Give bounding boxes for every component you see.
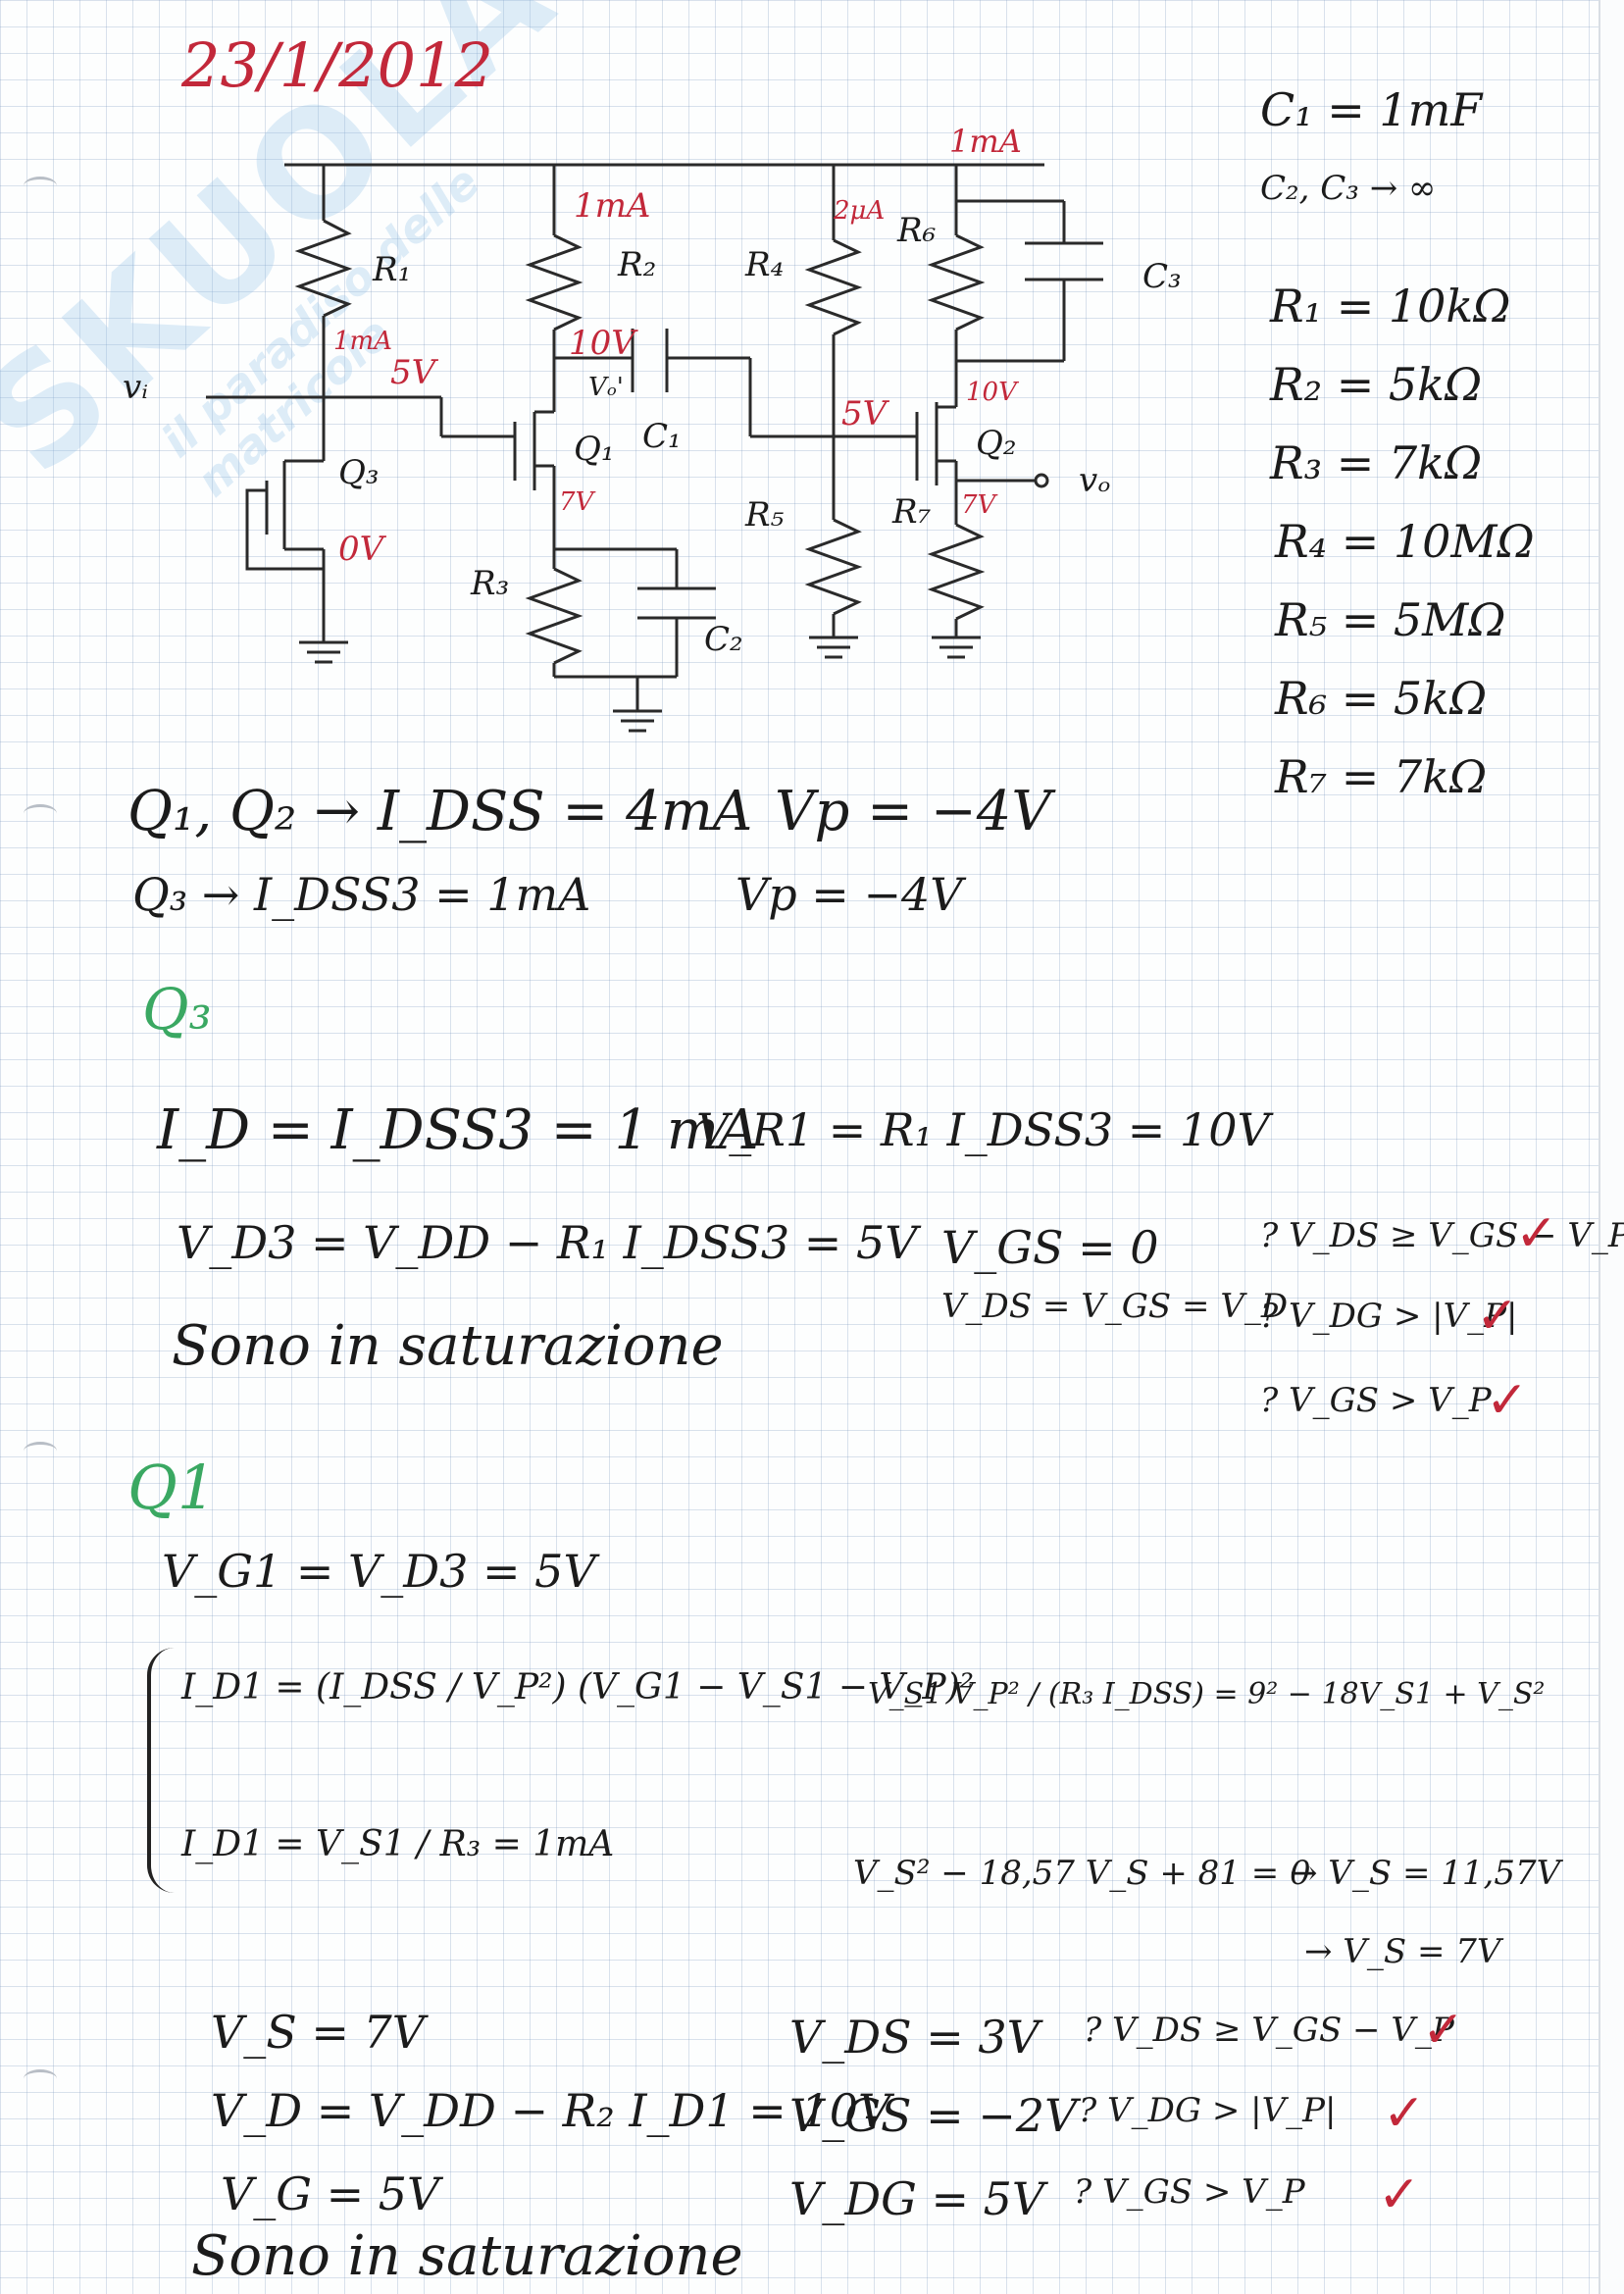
annotation-10v-q2: 10V [966, 378, 1017, 407]
resistor-r7 [927, 523, 986, 621]
annotation-0v: 0V [338, 530, 384, 569]
label-c1: C₁ [642, 417, 682, 456]
q1-root-1: → V_S = 11,57V [1290, 1854, 1561, 1893]
q1-vgs: V_GS = −2V [789, 2089, 1078, 2142]
q1-vg1: V_G1 = V_D3 = 5V [162, 1545, 596, 1598]
q1-vdg: V_DG = 5V [789, 2172, 1045, 2225]
label-r3: R₃ [471, 564, 510, 603]
annotation-2ua: 2μA [834, 196, 886, 226]
heading-q1: Q1 [127, 1452, 217, 1523]
value-r5: R₅ = 5MΩ [1275, 593, 1506, 646]
value-r6: R₆ = 5kΩ [1275, 672, 1488, 725]
value-r1: R₁ = 10kΩ [1270, 280, 1511, 332]
resistor-r4 [804, 238, 863, 336]
value-r3: R₃ = 7kΩ [1270, 436, 1483, 489]
resistor-r6 [927, 233, 986, 331]
value-r2: R₂ = 5kΩ [1270, 358, 1483, 411]
q3-line-vd3: V_D3 = V_DD − R₁ I_DSS3 = 5V [177, 1216, 918, 1269]
annotation-1ma-r2: 1mA [574, 186, 651, 226]
annotation-7v-q1: 7V [559, 487, 594, 517]
label-c3: C₃ [1142, 257, 1182, 296]
resistor-r1 [294, 219, 353, 318]
value-r4: R₄ = 10MΩ [1275, 515, 1535, 568]
annotation-10v-q1: 10V [569, 324, 635, 363]
label-vo-prime: Vₒ' [588, 373, 624, 402]
label-vi: vᵢ [123, 368, 149, 407]
params-q1q2: Q₁, Q₂ → I_DSS = 4mA [127, 780, 753, 843]
q3-check-3: ? V_GS > V_P [1260, 1381, 1492, 1420]
resistor-r5 [804, 518, 863, 616]
binder-hole [24, 1442, 57, 1460]
heading-q3: Q₃ [142, 976, 212, 1043]
q3-check-1: ? V_DS ≥ V_GS − V_P [1260, 1216, 1624, 1255]
q3-line-vr1: V_R1 = R₁ I_DSS3 = 10V [696, 1103, 1270, 1156]
q1-saturation: Sono in saturazione [191, 2224, 743, 2288]
date: 23/1/2012 [181, 29, 493, 101]
q1-quadratic: V_S² − 18,57 V_S + 81 = 0 [853, 1854, 1311, 1893]
q3-saturation: Sono in saturazione [172, 1314, 724, 1378]
binder-hole [24, 804, 57, 823]
checkmark-icon: ✓ [1383, 2084, 1426, 2143]
q1-vds: V_DS = 3V [789, 2011, 1040, 2064]
q1-system-eq2: I_D1 = V_S1 / R₃ = 1mA [181, 1824, 615, 1864]
params-q1q2-vp: Vp = −4V [775, 780, 1051, 843]
value-c1: C₁ = 1mF [1260, 83, 1483, 136]
q1-eq-right: V_S1 V_P² / (R₃ I_DSS) = 9² − 18V_S1 + V… [868, 1677, 1546, 1711]
binder-hole [24, 2069, 57, 2088]
resistor-r3 [525, 567, 584, 665]
annotation-5v-q2: 5V [841, 394, 888, 433]
annotation-5v-q3: 5V [390, 353, 436, 392]
q1-check-3: ? V_GS > V_P [1074, 2172, 1305, 2212]
label-q3: Q₃ [338, 453, 380, 492]
checkmark-icon: ✓ [1476, 1287, 1519, 1346]
label-q1: Q₁ [574, 430, 615, 469]
resistor-r2 [525, 233, 584, 331]
annotation-7v-q2: 7V [961, 490, 996, 520]
label-r1: R₁ [373, 250, 412, 289]
q1-check-1: ? V_DS ≥ V_GS − V_P [1084, 2011, 1454, 2050]
q1-vs: V_S = 7V [211, 2006, 426, 2059]
annotation-1ma-top: 1mA [949, 123, 1022, 160]
q1-check-2: ? V_DG > |V_P| [1079, 2091, 1337, 2130]
q3-check-2: ? V_DG > |V_P| [1260, 1297, 1518, 1336]
annotation-1ma-r1: 1mA [333, 327, 392, 356]
label-c2: C₂ [704, 620, 743, 659]
system-brace [147, 1648, 175, 1893]
q1-system-eq1: I_D1 = (I_DSS / V_P²) (V_G1 − V_S1 − V_P… [181, 1667, 975, 1708]
params-q3: Q₃ → I_DSS3 = 1mA [132, 868, 591, 921]
label-vo: vₒ [1079, 461, 1111, 500]
circuit-schematic [206, 163, 1103, 733]
value-r7: R₇ = 7kΩ [1275, 750, 1488, 803]
checkmark-icon: ✓ [1422, 2001, 1465, 2060]
label-r2: R₂ [618, 245, 657, 284]
value-c2-c3: C₂, C₃ → ∞ [1260, 169, 1437, 208]
q3-vgs: V_GS = 0 [941, 1221, 1159, 1274]
q1-vd: V_D = V_DD − R₂ I_D1 = 10V [211, 2084, 891, 2137]
q1-root-2: → V_S = 7V [1304, 1932, 1501, 1971]
q3-vds: V_DS = V_GS = V_D [941, 1287, 1289, 1326]
label-r5: R₅ [745, 495, 785, 535]
label-q2: Q₂ [976, 424, 1017, 463]
q1-vg: V_G = 5V [221, 2167, 440, 2220]
binder-hole [24, 177, 57, 195]
params-q3-vp: Vp = −4V [736, 868, 963, 921]
q3-line-id: I_D = I_DSS3 = 1 mA [157, 1098, 759, 1162]
checkmark-icon: ✓ [1486, 1371, 1529, 1430]
label-r6: R₆ [897, 211, 937, 250]
checkmark-icon: ✓ [1378, 2166, 1421, 2224]
label-r7: R₇ [892, 492, 932, 532]
checkmark-icon: ✓ [1515, 1204, 1558, 1263]
label-r4: R₄ [745, 245, 785, 284]
